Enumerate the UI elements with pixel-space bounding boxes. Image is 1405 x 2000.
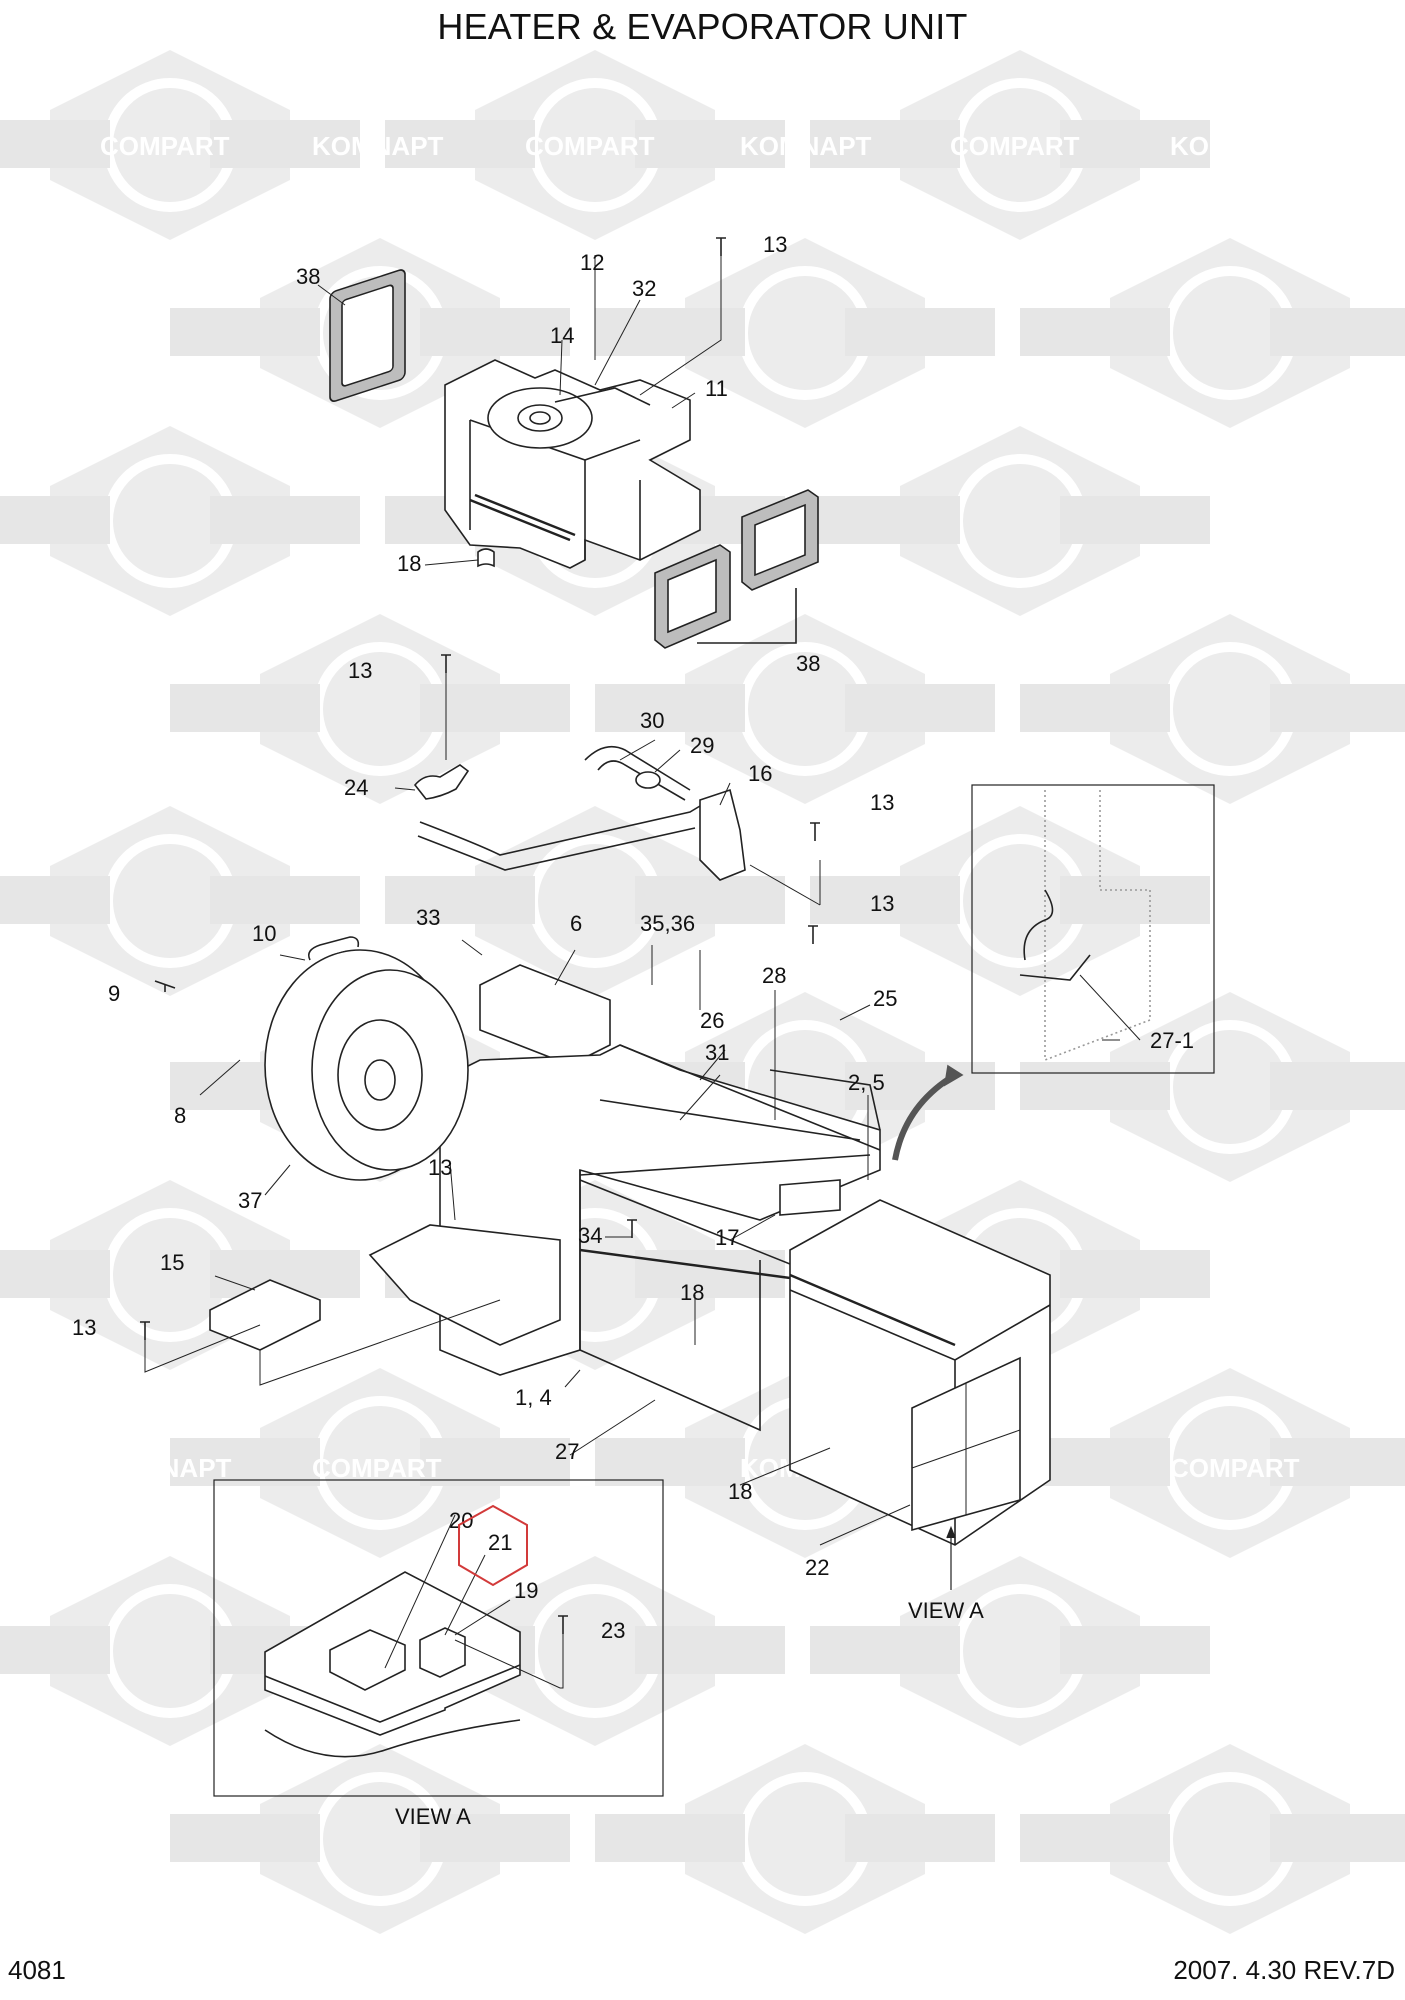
callout-38: 38 <box>296 264 321 289</box>
callout-18: 18 <box>680 1280 705 1305</box>
blower-upper-case <box>444 359 701 569</box>
watermark-text: COMPART <box>1170 1453 1300 1483</box>
callout-13: 13 <box>348 658 373 683</box>
callout-27: 27 <box>555 1439 580 1464</box>
watermark-text: COMPART <box>312 1453 442 1483</box>
callout-28: 28 <box>762 963 787 988</box>
callout-18: 18 <box>728 1479 753 1504</box>
callout-14: 14 <box>550 323 575 348</box>
gasket-38-pair <box>654 489 819 649</box>
leader-lines <box>199 255 1120 1546</box>
callout-13: 13 <box>870 891 895 916</box>
callout-31: 31 <box>705 1040 730 1065</box>
callout-22: 22 <box>805 1555 830 1580</box>
callout-17: 17 <box>715 1225 740 1250</box>
callout-10: 10 <box>252 921 277 946</box>
lower-duct <box>368 1224 561 1346</box>
view-a-detail-box <box>213 1479 664 1797</box>
callout-38: 38 <box>796 651 821 676</box>
callout-25: 25 <box>873 986 898 1011</box>
watermark-text: KOMNAPT <box>100 1453 232 1483</box>
blower-motor <box>264 936 469 1181</box>
highlight-hexagon-part-21 <box>458 1504 528 1587</box>
revision-date: 2007. 4.30 REV.7D <box>1173 1955 1395 1985</box>
watermark-text: KOMNAPT <box>312 131 444 161</box>
callout-13: 13 <box>72 1315 97 1340</box>
callout-8: 8 <box>174 1103 187 1128</box>
watermark-text: KOMNAPT <box>740 131 872 161</box>
callout-13: 13 <box>763 232 788 257</box>
clip-18-top <box>477 548 495 568</box>
page-number: 4081 <box>8 1955 66 1985</box>
callout-6: 6 <box>570 911 583 936</box>
watermark-text: COMPART <box>950 131 1080 161</box>
callout-37: 37 <box>238 1188 263 1213</box>
callout-9: 9 <box>108 981 121 1006</box>
arrow-icon <box>892 1072 957 1161</box>
detail-inset-27-1 <box>971 784 1215 1074</box>
callout-11: 11 <box>705 376 728 401</box>
callout-20: 20 <box>449 1508 474 1533</box>
callout-30: 30 <box>640 708 665 733</box>
callout-13: 13 <box>428 1155 453 1180</box>
callout-13: 13 <box>870 790 895 815</box>
callout-26: 26 <box>700 1008 725 1033</box>
screw-icons <box>140 237 820 1634</box>
callout-16: 16 <box>748 761 773 786</box>
watermark-text: KOMNAPT <box>1170 131 1302 161</box>
view-a-detail-drawing <box>264 1571 521 1758</box>
heater-hose <box>417 745 746 881</box>
callout-32: 32 <box>632 276 657 301</box>
callout-35-36: 35,36 <box>640 911 696 936</box>
callout-23: 23 <box>601 1618 626 1643</box>
gasket-38-top <box>329 269 406 402</box>
dotted-ghost-housing <box>1044 790 1151 1061</box>
clamp-24 <box>413 764 470 800</box>
callout-24: 24 <box>344 775 369 800</box>
callout-18: 18 <box>397 551 422 576</box>
view-a-label: VIEW A <box>908 1598 984 1623</box>
view-a-detail-label: VIEW A <box>395 1804 471 1829</box>
callout-34: 34 <box>578 1223 603 1248</box>
watermark-text: COMPART <box>100 131 230 161</box>
actuator-15 <box>209 1279 321 1351</box>
evaporator-filter-box <box>789 1199 1051 1546</box>
callout-2-5: 2, 5 <box>848 1070 885 1095</box>
callout-29: 29 <box>690 733 715 758</box>
callout-12: 12 <box>580 250 605 275</box>
callout-33: 33 <box>416 905 441 930</box>
page-title: HEATER & EVAPORATOR UNIT <box>437 6 968 47</box>
watermark-text: COMPART <box>525 131 655 161</box>
callout-19: 19 <box>514 1578 539 1603</box>
callout-1-4: 1, 4 <box>515 1385 552 1410</box>
callout-15: 15 <box>160 1250 185 1275</box>
callout-27-1: 27-1 <box>1150 1028 1195 1053</box>
callout-21: 21 <box>488 1530 513 1555</box>
